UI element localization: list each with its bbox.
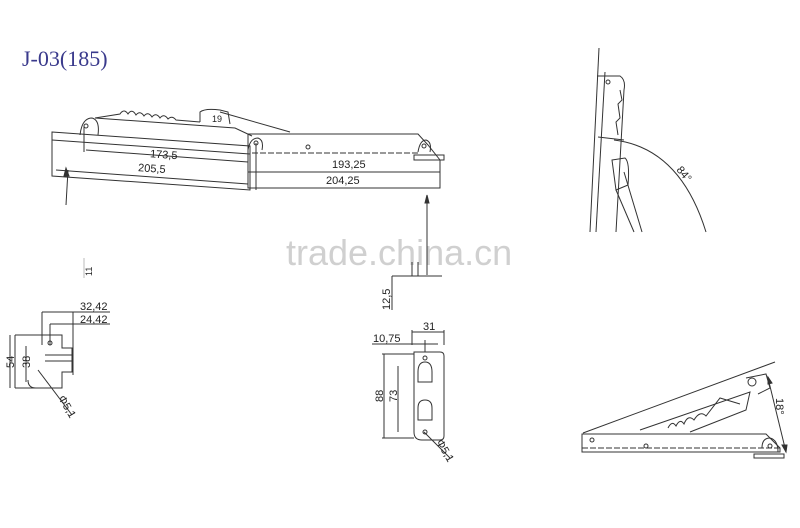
dim-left-width-inner: 24,42 xyxy=(80,314,108,326)
dim-left-height-inner: 38 xyxy=(21,356,33,368)
dim-tag: 19 xyxy=(212,114,222,124)
dim-upright-angle: 84° xyxy=(674,164,694,184)
dim-center-offset: 10,75 xyxy=(373,333,401,345)
dim-left-hole: Φ5,1 xyxy=(55,394,77,421)
dim-partial-left: 11 xyxy=(84,267,94,276)
drawing-title: J-03(185) xyxy=(22,46,108,71)
top-assembly-view xyxy=(51,108,445,275)
dim-center-height-outer: 88 xyxy=(374,390,386,402)
dim-folded-angle: 18° xyxy=(773,398,785,415)
dim-outer-right: 204,25 xyxy=(326,175,360,187)
upright-view xyxy=(589,47,707,233)
dim-side-height: 12,5 xyxy=(381,289,393,310)
left-bracket-view xyxy=(9,311,110,416)
dim-inner-left: 173,5 xyxy=(150,148,178,162)
dim-center-width: 31 xyxy=(423,321,435,333)
dim-inner-right: 193,25 xyxy=(332,159,366,171)
dim-left-height-outer: 54 xyxy=(5,356,17,368)
folded-view xyxy=(581,361,788,459)
dim-center-height-inner: 73 xyxy=(388,390,400,402)
center-bracket-view xyxy=(372,330,451,459)
side-detail-view xyxy=(83,258,442,310)
dim-outer-left: 205,5 xyxy=(138,162,166,176)
dim-left-width-outer: 32,42 xyxy=(80,301,108,313)
watermark: trade.china.cn xyxy=(286,232,513,273)
dim-center-hole: Φ5,1 xyxy=(433,438,455,465)
